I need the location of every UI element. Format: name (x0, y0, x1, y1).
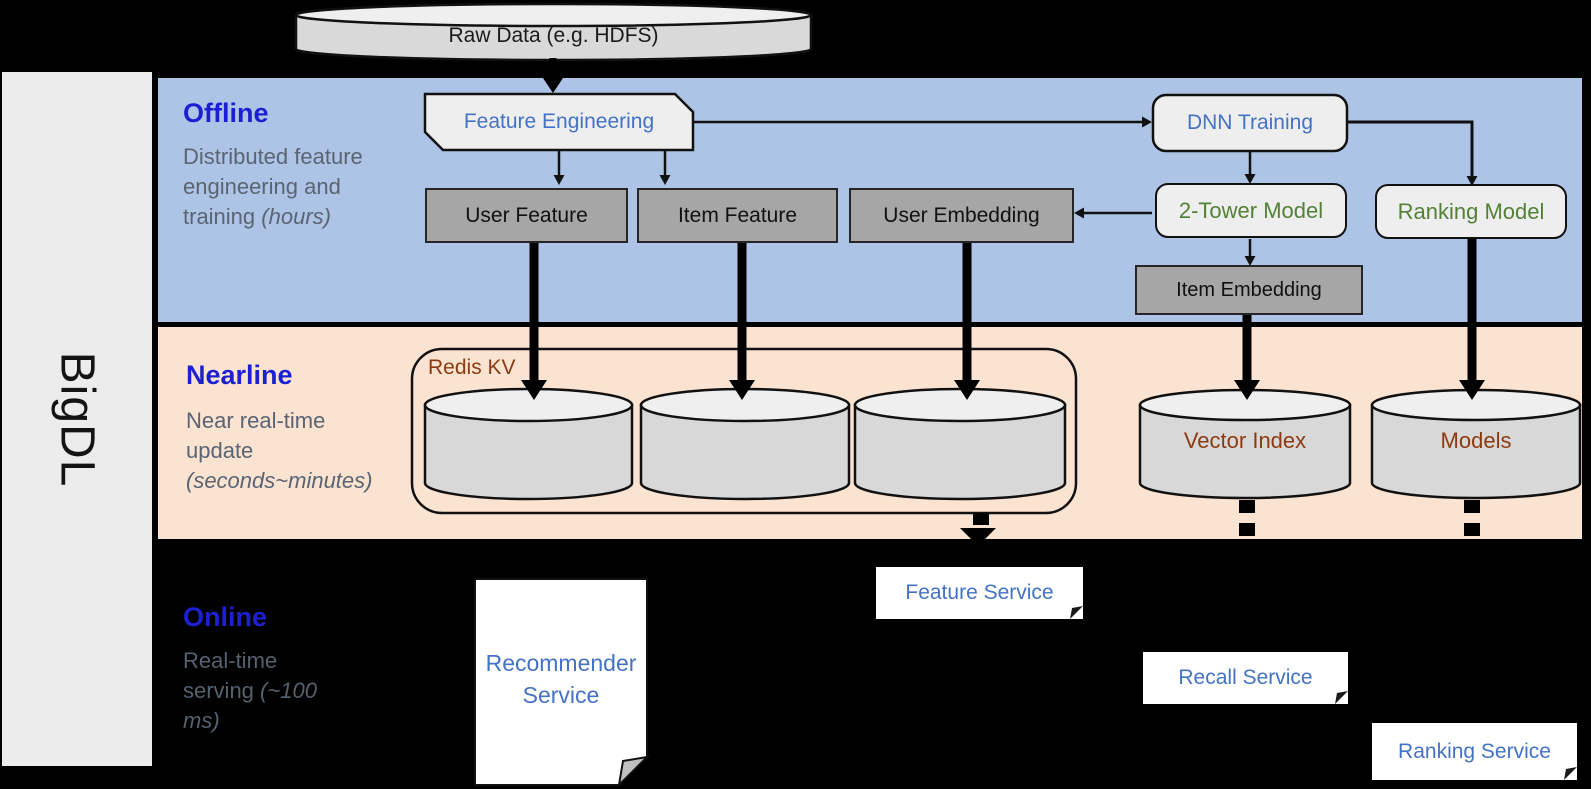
vector-index-label: Vector Index (1183, 428, 1307, 453)
bigdl-brand-panel: BigDL (2, 72, 152, 766)
nearline-description-duration: (seconds~minutes) (186, 468, 373, 493)
online-description-text: Real-time serving (183, 648, 278, 703)
offline-description-duration: (hours) (261, 204, 331, 229)
recall-service-label: Recall Service (1178, 666, 1313, 689)
nearline-description-text: Near real-time update (186, 408, 326, 463)
recommender-service-label: Recommender Service (485, 650, 637, 708)
models-label: Models (1440, 428, 1512, 453)
online-description: Real-time serving (~100 ms) (183, 646, 338, 736)
ranking-service-label: Ranking Service (1398, 739, 1551, 763)
two-tower-model-node: 2-Tower Model (1155, 183, 1347, 238)
nearline-title: Nearline (186, 360, 293, 390)
item-feature-node: Item Feature (637, 188, 838, 243)
item-embedding-node: Item Embedding (1135, 265, 1363, 315)
offline-description-text: Distributed feature engineering and trai… (183, 144, 363, 229)
raw-data-label: Raw Data (e.g. HDFS) (448, 24, 659, 47)
bigdl-logo: BigDL (50, 351, 104, 487)
user-feature-node: User Feature (425, 188, 628, 243)
feature-service-label: Feature Service (905, 581, 1054, 604)
dnn-training-node: DNN Training (1186, 111, 1314, 134)
offline-description: Distributed feature engineering and trai… (183, 142, 373, 232)
redis-kv-label: Redis KV (428, 356, 516, 379)
nearline-description: Near real-time update (seconds~minutes) (186, 406, 386, 496)
offline-title: Offline (183, 98, 269, 128)
ranking-model-node: Ranking Model (1375, 184, 1567, 239)
feature-engineering-node: Feature Engineering (463, 110, 655, 133)
online-description-duration: (~100 ms) (183, 678, 317, 733)
user-embedding-node: User Embedding (849, 188, 1074, 243)
online-title: Online (183, 602, 268, 632)
